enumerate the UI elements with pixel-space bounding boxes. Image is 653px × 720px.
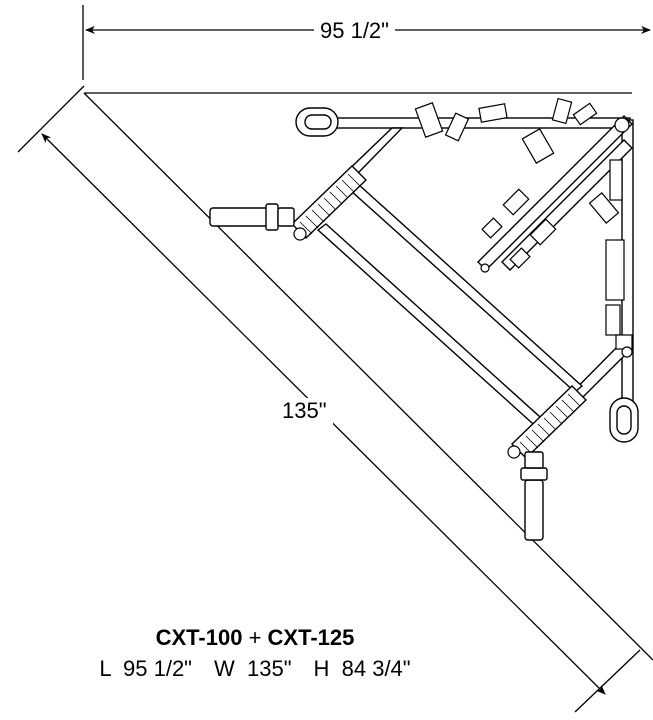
dimensions-caption: L 95 1/2" W 135" H 84 3/4" bbox=[0, 656, 510, 682]
cylinder-hatching bbox=[299, 173, 581, 455]
footprint-edge-diagonal bbox=[83, 92, 653, 661]
width-spec: W 135" bbox=[214, 656, 292, 681]
model-a-name: CXT-100 bbox=[155, 625, 243, 650]
diagonal-dimension-label: 135" bbox=[276, 398, 333, 424]
lower-cylinder bbox=[511, 385, 587, 459]
left-grip bbox=[209, 207, 269, 227]
top-left-handle bbox=[295, 107, 339, 137]
bottom-right-handle bbox=[609, 397, 639, 443]
grips bbox=[209, 203, 548, 541]
diagonal-extension-line-bottom bbox=[574, 649, 641, 713]
length-spec: L 95 1/2" bbox=[99, 656, 192, 681]
model-plus: + bbox=[248, 625, 262, 650]
machine-frame bbox=[291, 107, 639, 459]
model-b-name: CXT-125 bbox=[267, 625, 355, 650]
height-spec: H 84 3/4" bbox=[313, 656, 411, 681]
width-dimension-label: 95 1/2" bbox=[314, 18, 395, 44]
linkage-details bbox=[293, 97, 633, 459]
diagonal-extension-line-top bbox=[17, 85, 85, 153]
bottom-grip bbox=[524, 479, 544, 541]
model-caption: CXT-100 + CXT-125 bbox=[0, 625, 510, 651]
